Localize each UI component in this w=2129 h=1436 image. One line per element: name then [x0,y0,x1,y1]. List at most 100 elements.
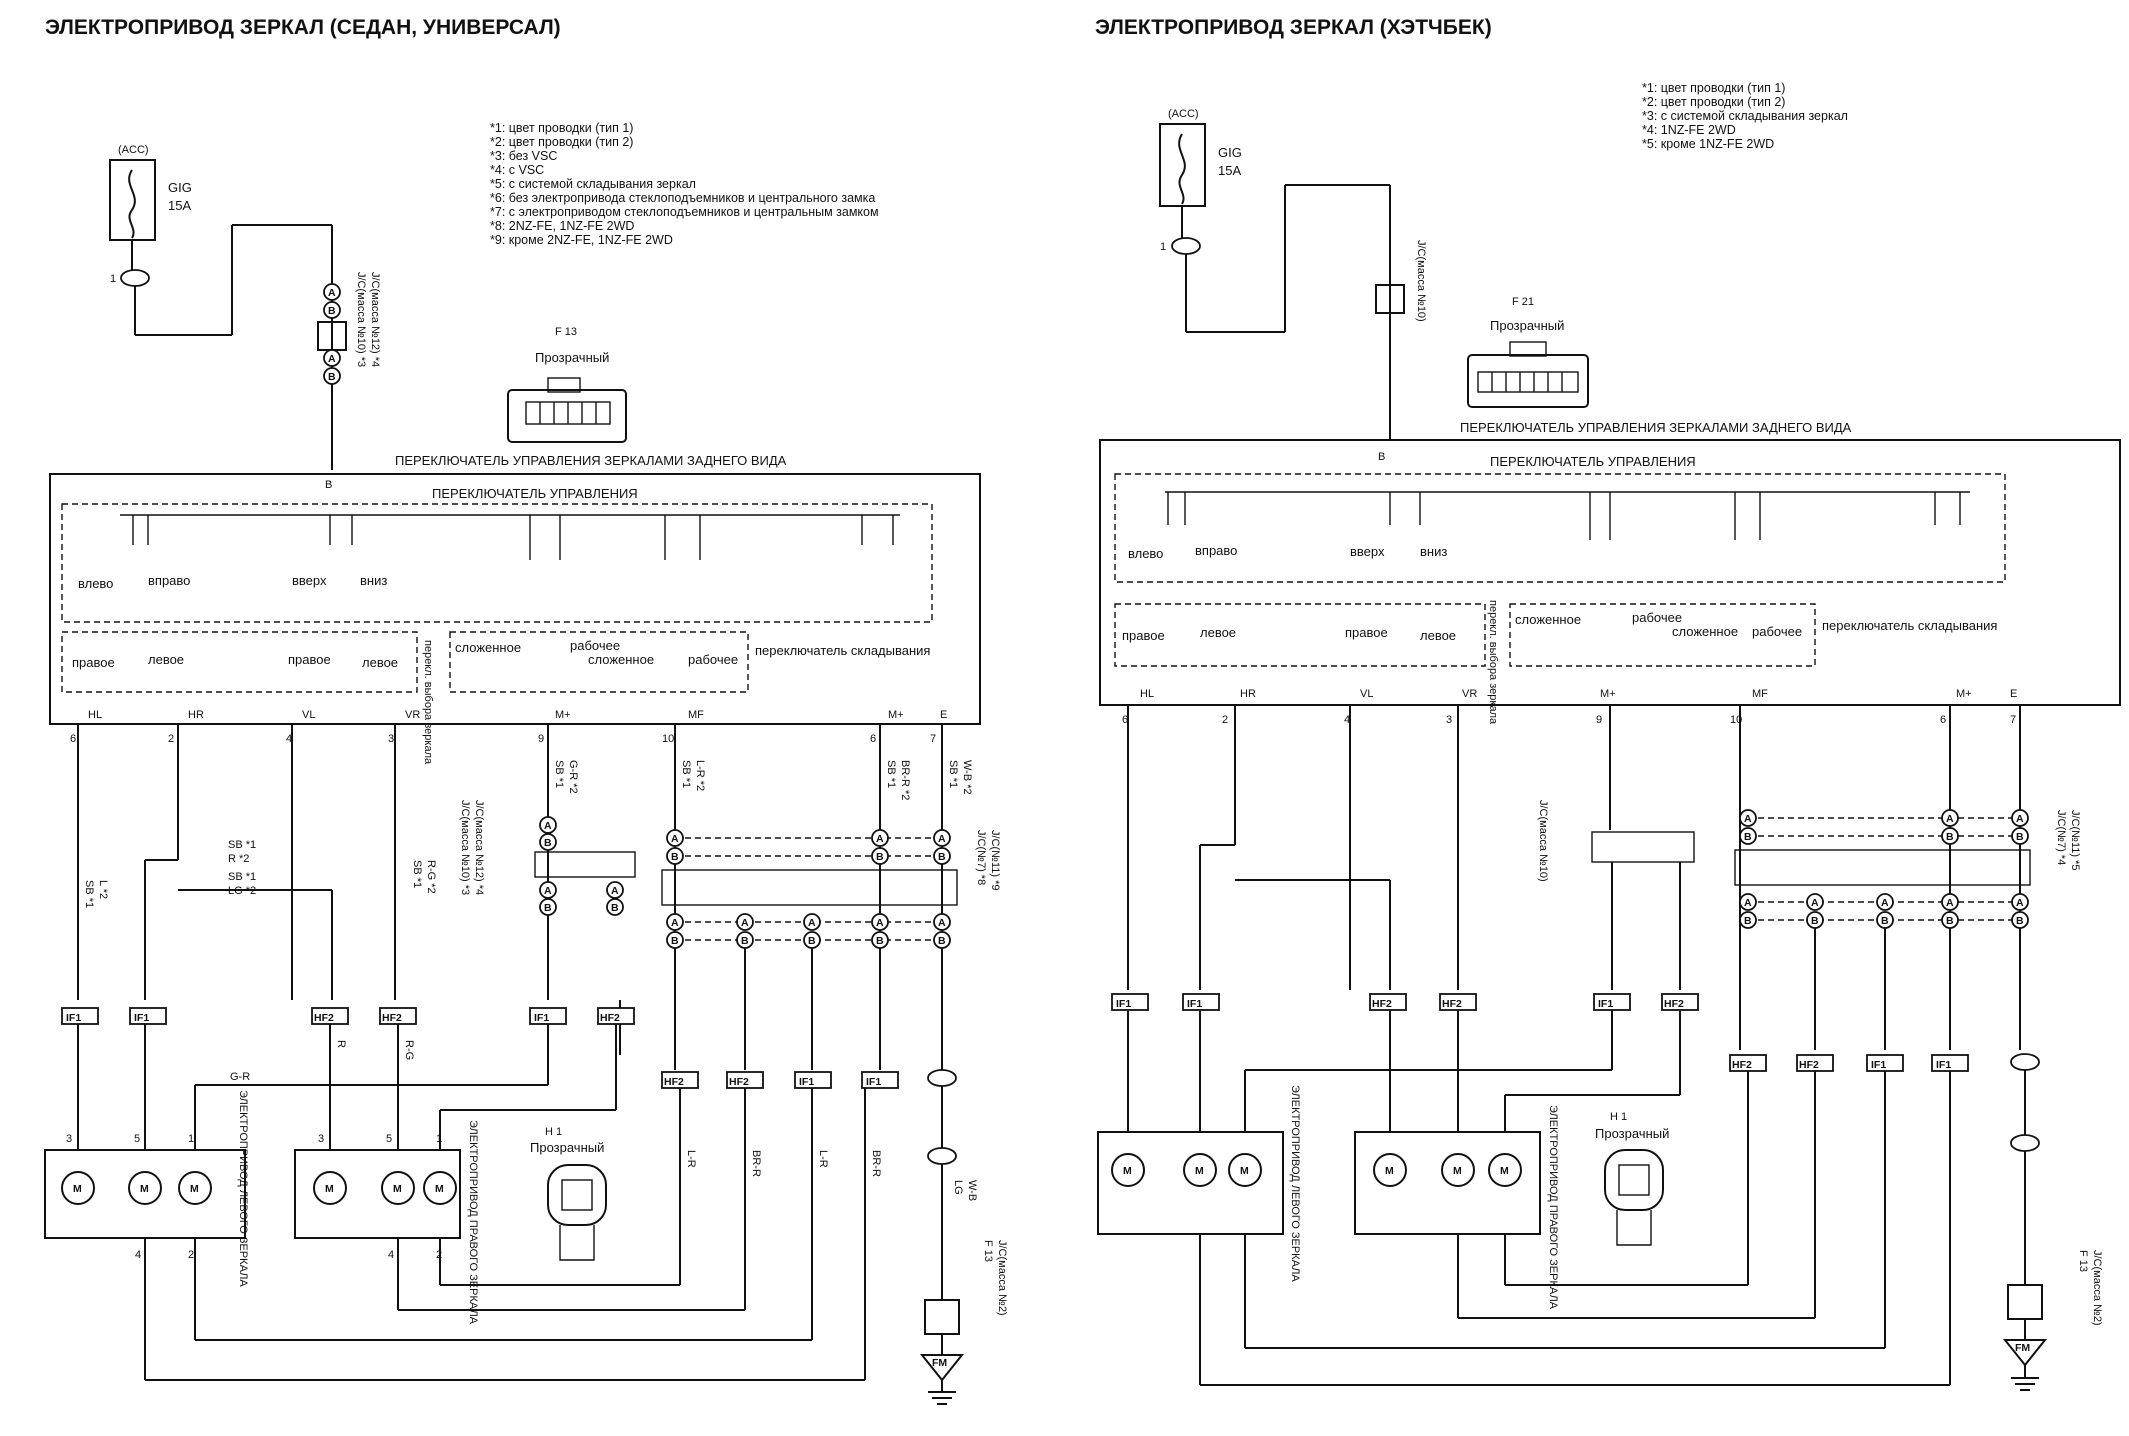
svg-text:M: M [325,1183,334,1195]
right-switch-contacts [1167,492,1961,540]
svg-text:MF: MF [1752,688,1768,700]
svg-text:HF2: HF2 [600,1012,620,1024]
svg-text:A: A [544,885,552,897]
left-fuse-rating: 15A [168,198,191,213]
svg-text:10: 10 [662,733,674,745]
svg-text:перекл. выбора зеркала: перекл. выбора зеркала [1487,600,1499,725]
left-fold-4: рабочее [688,652,738,667]
svg-text:Прозрачный: Прозрачный [1595,1126,1669,1141]
svg-text:J/C(масса №10) *3: J/C(масса №10) *3 [459,800,471,895]
svg-text:B: B [2016,915,2024,927]
svg-text:H 1: H 1 [1610,1111,1627,1123]
svg-text:9: 9 [538,733,544,745]
svg-text:B: B [1881,915,1889,927]
svg-text:4: 4 [286,733,292,745]
sedan-mirror-view-label: Прозрачный [530,1140,604,1155]
svg-text:A: A [328,353,336,365]
svg-text:4: 4 [388,1249,394,1261]
svg-text:2: 2 [1222,714,1228,726]
right-connectors: IF1 IF1 HF2 HF2 IF1 HF2 HF2 HF2 IF1 IF1 [1111,993,1969,1072]
svg-text:B: B [876,935,884,947]
svg-text:A: A [2016,813,2024,825]
svg-text:B: B [544,902,552,914]
svg-text:6: 6 [1122,714,1128,726]
svg-text:15A: 15A [1218,163,1241,178]
svg-text:IF1: IF1 [1871,1059,1886,1071]
svg-text:M: M [1195,1165,1204,1177]
svg-text:2: 2 [188,1249,194,1261]
svg-text:4: 4 [1344,714,1350,726]
svg-text:SB *1: SB *1 [885,760,897,788]
svg-text:HF2: HF2 [314,1012,334,1024]
svg-text:3: 3 [318,1133,324,1145]
svg-text:ЭЛЕКТРОПРИВОД ЛЕВОГО ЗЕРКАЛА: ЭЛЕКТРОПРИВОД ЛЕВОГО ЗЕРКАЛА [1289,1085,1301,1282]
svg-text:3: 3 [66,1133,72,1145]
left-connector-ref: F 13 [555,326,577,338]
svg-text:1: 1 [188,1133,194,1145]
svg-text:HF2: HF2 [1664,998,1684,1010]
svg-text:HF2: HF2 [1442,998,1462,1010]
left-select-switch: перекл. выбора зеркала [422,640,434,765]
left-note-4: *4: с VSC [490,163,544,177]
left-switch-contacts [132,515,894,560]
svg-text:L-R: L-R [817,1150,829,1168]
left-fuse: (ACC) GIG 15A 1 [109,144,333,470]
left-jc-top-1: J/C(масса №10) *3 [355,272,367,367]
svg-text:A: A [611,885,619,897]
left-ground: LG W-B F 13 J/C(масса №2) FM [919,1069,1008,1405]
left-title: ЭЛЕКТРОПРИВОД ЗЕРКАЛ (СЕДАН, УНИВЕРСАЛ) [45,16,561,39]
svg-text:FM: FM [2015,1342,2030,1354]
svg-text:переключатель складывания: переключатель складывания [1822,618,1997,633]
svg-text:A: A [1946,897,1954,909]
right-title: ЭЛЕКТРОПРИВОД ЗЕРКАЛ (ХЭТЧБЕК) [1095,16,1492,39]
left-notes: *1: цвет проводки (тип 1) *2: цвет прово… [490,121,879,247]
svg-text:IF1: IF1 [1187,998,1202,1010]
svg-text:B: B [1744,831,1752,843]
svg-text:A: A [328,287,336,299]
svg-text:9: 9 [1596,714,1602,726]
svg-text:B: B [938,935,946,947]
svg-text:(ACC): (ACC) [1168,108,1199,120]
svg-text:A: A [671,917,679,929]
svg-text:R-G *2: R-G *2 [425,860,437,894]
svg-text:M+: M+ [888,709,904,721]
svg-text:5: 5 [134,1133,140,1145]
left-wire-colors: SB *1 L *2 SB *1 R *2 SB *1 LG *2 SB *1 … [83,760,973,908]
svg-text:J/C(№11) *5: J/C(№11) *5 [2069,810,2081,871]
svg-text:сложенное: сложенное [1672,624,1738,639]
svg-text:E: E [2010,688,2017,700]
svg-text:B: B [671,851,679,863]
svg-text:M: M [1240,1165,1249,1177]
panel-sedan: ЭЛЕКТРОПРИВОД ЗЕРКАЛ (СЕДАН, УНИВЕРСАЛ) … [44,16,1008,1405]
left-jc-top: A B A B J/C(масса №10) *3 J/C(масса №12)… [317,272,381,385]
svg-text:M: M [1123,1165,1132,1177]
svg-text:1: 1 [110,273,116,285]
svg-text:SB *1: SB *1 [553,760,565,788]
right-ground: F 13 J/C(масса №2) FM [2002,1053,2103,1391]
svg-text:B: B [611,902,619,914]
svg-text:A: A [876,833,884,845]
svg-text:HL: HL [88,709,102,721]
svg-text:7: 7 [2010,714,2016,726]
right-left-mirror: M M M ЭЛЕКТРОПРИВОД ЛЕВОГО ЗЕРКАЛА [1097,1085,1301,1282]
svg-text:SB *1: SB *1 [228,871,256,883]
left-note-2: *2: цвет проводки (тип 2) [490,135,633,149]
svg-text:J/C(масса №10): J/C(масса №10) [1537,800,1549,882]
svg-text:IF1: IF1 [1116,998,1131,1010]
svg-text:HR: HR [1240,688,1256,700]
right-terminals: HL HR VL VR M+ MF M+ E 6 2 4 3 9 10 6 7 [1122,688,2017,726]
left-note-6: *6: без электропривода стеклоподъемников… [490,191,875,205]
left-select-2: левое [148,652,184,667]
svg-text:вправо: вправо [1195,543,1237,558]
svg-text:A: A [544,820,552,832]
svg-text:A: A [1881,897,1889,909]
left-connector-view: F 13 Прозрачный [507,326,627,443]
svg-text:*3: с системой складывания зер: *3: с системой складывания зеркал [1642,109,1848,123]
svg-text:H 1: H 1 [545,1126,562,1138]
svg-text:A: A [1744,813,1752,825]
svg-text:A: A [1946,813,1954,825]
svg-text:R: R [335,1040,347,1048]
svg-text:B: B [2016,831,2024,843]
right-right-mirror: M M M ЭЛЕКТРОПРИВОД ПРАВОГО ЗЕРКАЛА H 1 … [1354,1105,1669,1310]
